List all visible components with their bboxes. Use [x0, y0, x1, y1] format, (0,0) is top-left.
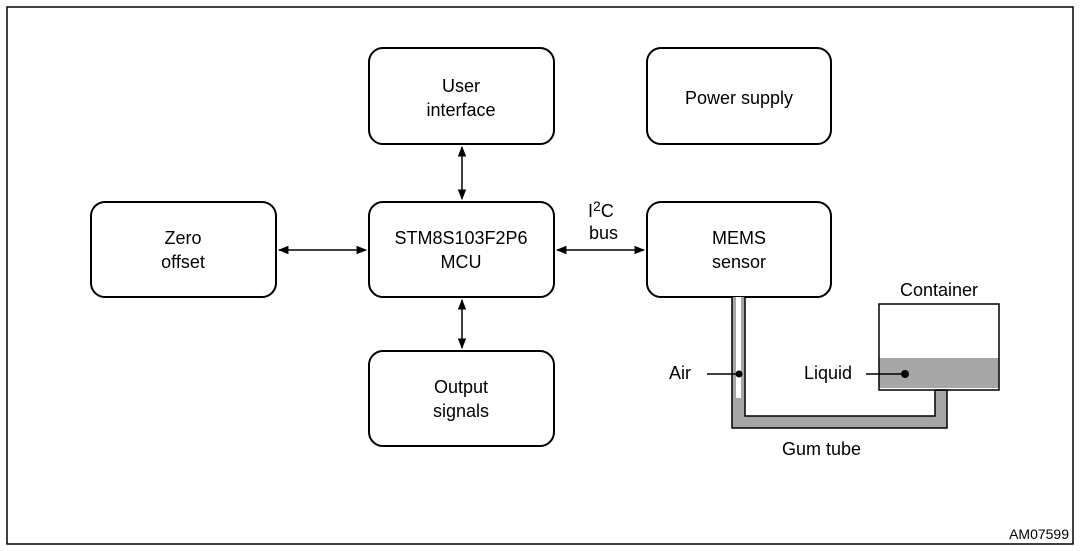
user-interface-block: User interface	[368, 47, 555, 145]
mems-sensor-label-1: MEMS	[712, 228, 766, 248]
container-label: Container	[900, 280, 978, 300]
mcu-block: STM8S103F2P6 MCU	[368, 201, 555, 298]
figure-frame	[6, 6, 1074, 545]
user-interface-label-1: User	[442, 76, 480, 96]
liquid-point	[901, 370, 909, 378]
zero-offset-label-1: Zero	[164, 228, 201, 248]
output-signals-block: Output signals	[368, 350, 555, 447]
air-label: Air	[669, 363, 691, 383]
bus-label: bus	[589, 223, 618, 243]
zero-offset-block: Zero offset	[90, 201, 277, 298]
zero-offset-label-2: offset	[161, 252, 205, 272]
power-supply-block: Power supply	[646, 47, 832, 145]
mcu-label-2: MCU	[441, 252, 482, 272]
output-signals-label-1: Output	[434, 377, 488, 397]
output-signals-label-2: signals	[433, 401, 489, 421]
mems-sensor-label-2: sensor	[712, 252, 766, 272]
user-interface-label-2: interface	[426, 100, 495, 120]
mems-sensor-block: MEMS sensor	[646, 201, 832, 298]
power-supply-label: Power supply	[685, 88, 793, 108]
i2c-label: I2C	[588, 198, 614, 221]
liquid-label: Liquid	[804, 363, 852, 383]
figure-id: AM07599	[1009, 526, 1069, 542]
mcu-label-1: STM8S103F2P6	[394, 228, 527, 248]
gum-tube-label: Gum tube	[782, 439, 861, 459]
container	[878, 303, 1000, 391]
air-point	[735, 370, 743, 378]
